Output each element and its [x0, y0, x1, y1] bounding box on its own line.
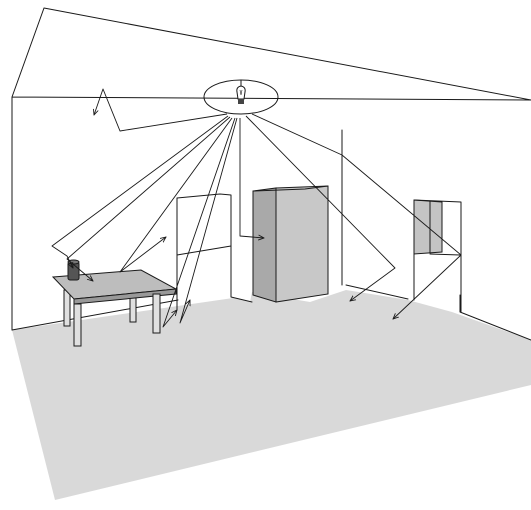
table-leg-front-right [153, 294, 160, 333]
ray-to-floor [163, 118, 235, 327]
wardrobe-side [253, 188, 276, 302]
back-doorway-floor-line [346, 254, 460, 299]
ray-to-floor-2 [180, 118, 237, 323]
ray-to-table [67, 117, 230, 281]
wardrobe [253, 186, 328, 302]
light-bulb-icon [237, 86, 245, 104]
table-leg-front-left [74, 304, 81, 346]
wardrobe-front [276, 186, 328, 302]
table-leg-back-left [64, 290, 70, 326]
cup-icon [68, 260, 79, 280]
ray-ceiling [94, 89, 227, 131]
left-doorway-sill [177, 246, 231, 255]
floor [12, 290, 531, 500]
ceiling-lamp [204, 80, 278, 114]
